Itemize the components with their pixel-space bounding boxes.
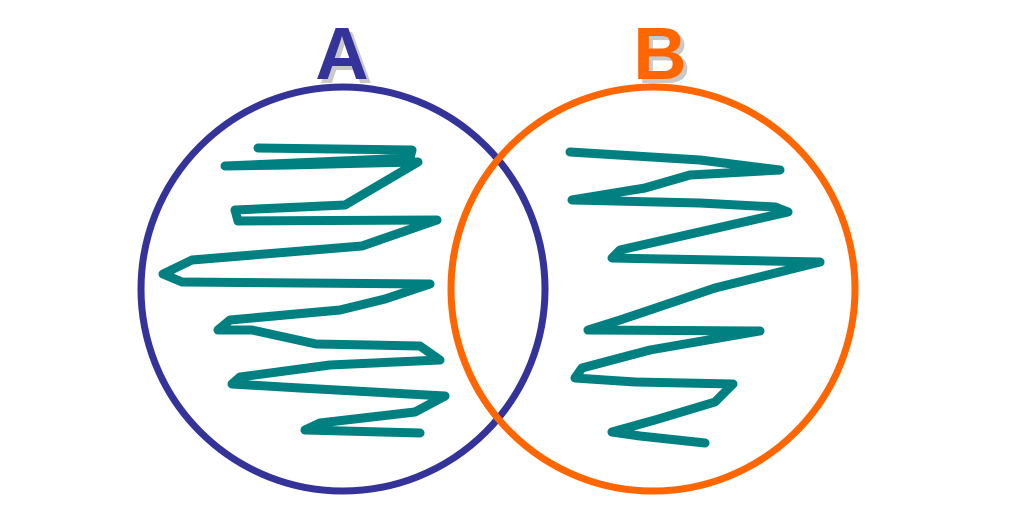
set-a-circle — [137, 83, 549, 495]
set-a-label: A — [315, 12, 368, 95]
set-b-hatching — [565, 147, 825, 448]
set-b-circle — [447, 83, 859, 495]
set-b-label: B — [633, 12, 686, 95]
set-a-hatching — [158, 143, 450, 438]
